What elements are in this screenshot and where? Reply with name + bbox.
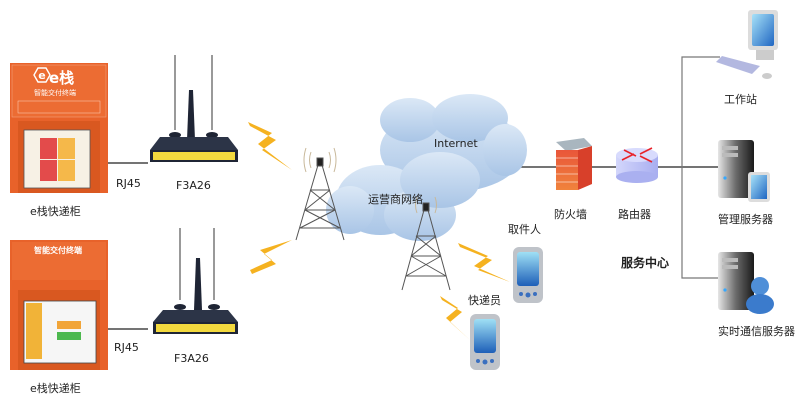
- pickup-phone-icon: [513, 247, 543, 303]
- rj45-label-bottom: RJ45: [114, 341, 139, 354]
- core-router-label: 路由器: [618, 208, 651, 221]
- service-center-bracket: [681, 56, 720, 279]
- core-router-icon: [616, 147, 658, 183]
- rj45-label-top: RJ45: [116, 177, 141, 190]
- lightning-bolt-icons: [248, 122, 510, 340]
- router-device-top: [150, 55, 238, 162]
- carrier-network-label: 运营商网络: [368, 193, 423, 206]
- courier-phone-icon: [470, 314, 500, 370]
- locker-subtitle-top: 智能交付终端: [34, 89, 76, 97]
- internet-label: Internet: [434, 137, 478, 150]
- realtime-server-label: 实时通信服务器: [718, 325, 795, 338]
- cell-tower-right: [401, 196, 451, 291]
- workstation-label: 工作站: [724, 93, 757, 106]
- pickup-label: 取件人: [508, 223, 541, 236]
- management-server-icon: [718, 140, 770, 202]
- cell-tower-left: [295, 147, 345, 241]
- locker-label-bottom: e栈快递柜: [30, 382, 81, 395]
- locker-bottom-image: [10, 240, 108, 370]
- router-device-bottom: [153, 228, 238, 334]
- realtime-server-icon: [718, 252, 774, 314]
- router-label-top: F3A26: [176, 179, 211, 192]
- courier-label: 快递员: [468, 294, 501, 307]
- service-center-label: 服务中心: [621, 256, 670, 270]
- router-label-bottom: F3A26: [174, 352, 209, 365]
- locker-brand: e栈: [49, 69, 75, 87]
- locker-subtitle-bottom: 智能交付终端: [34, 246, 82, 255]
- locker-label-top: e栈快递柜: [30, 205, 81, 218]
- locker-top-image: e: [10, 63, 108, 193]
- management-server-label: 管理服务器: [718, 213, 773, 226]
- brand-logo-hex: [33, 67, 51, 83]
- firewall-icon: [556, 138, 592, 190]
- cloud-icon: [326, 94, 527, 241]
- firewall-label: 防火墙: [554, 208, 587, 221]
- workstation-icon: [716, 10, 778, 79]
- svg-text:e: e: [38, 69, 45, 82]
